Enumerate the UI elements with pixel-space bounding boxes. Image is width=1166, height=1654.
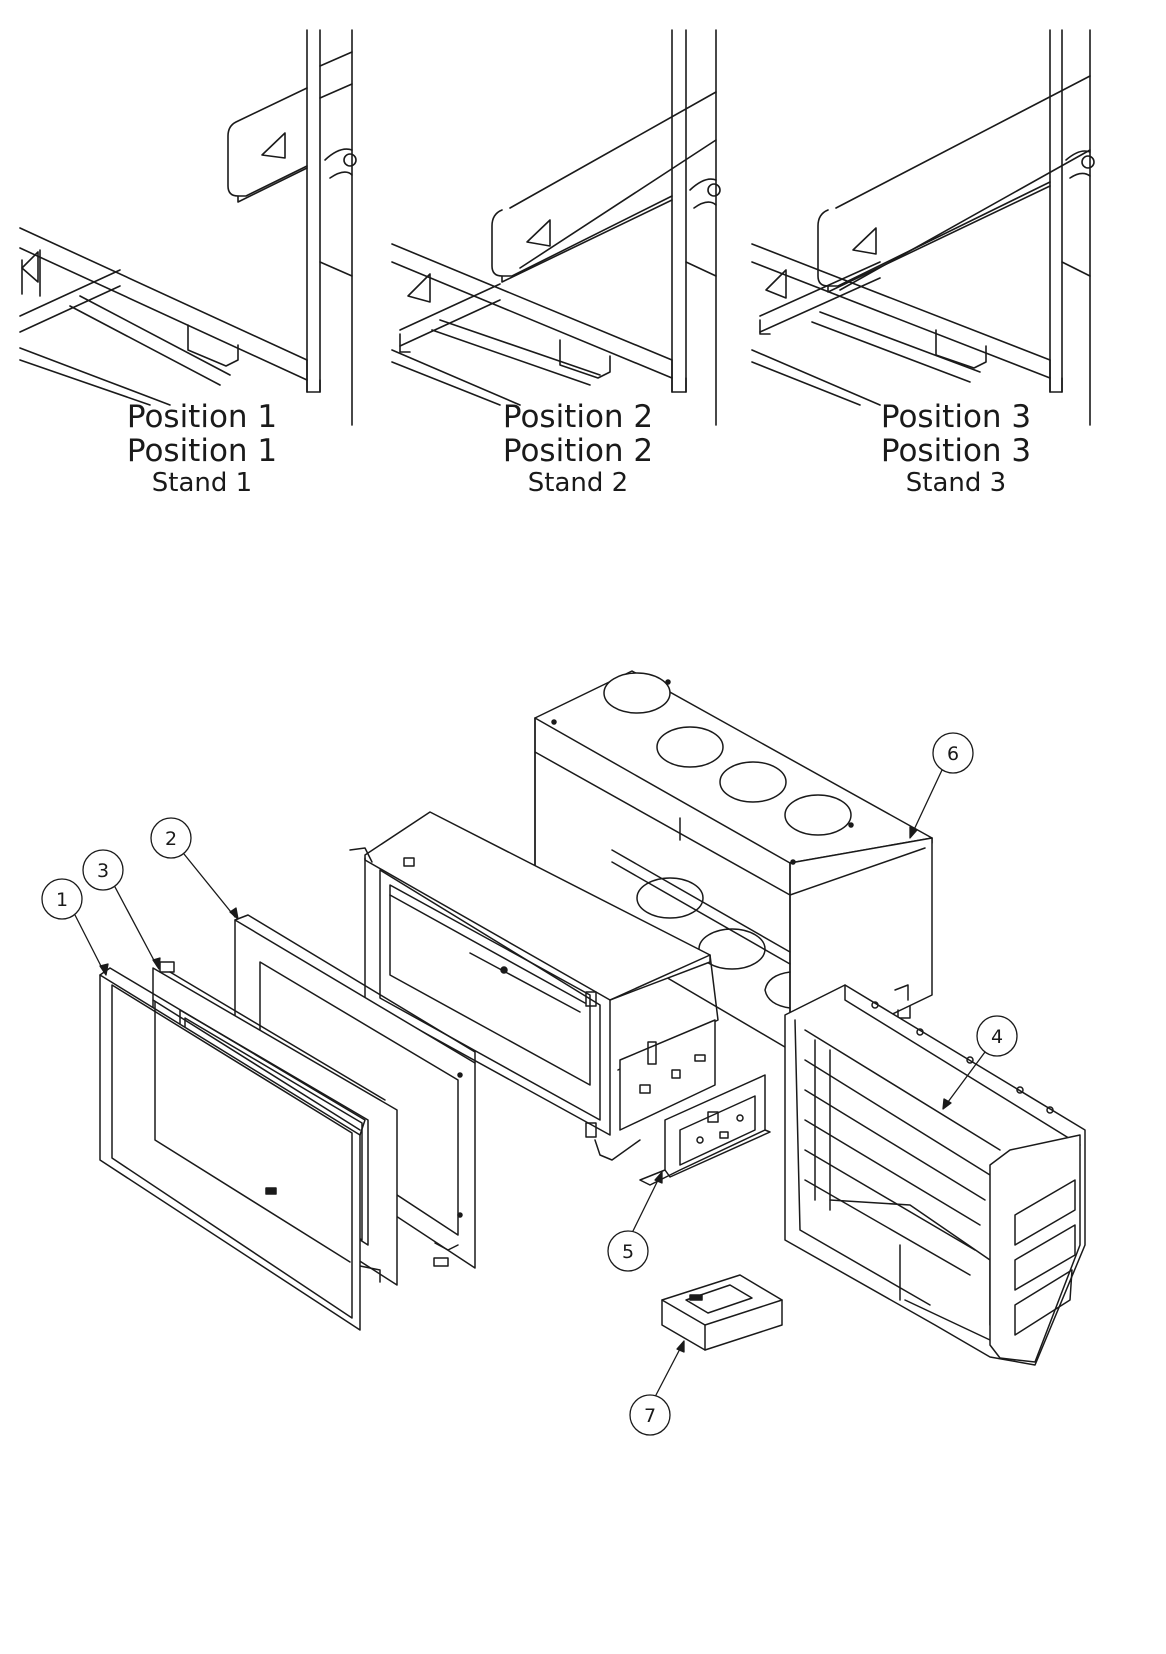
callout-2-circle (150, 817, 192, 859)
position-1-caption: Position 1 Position 1 Stand 1 (72, 402, 332, 500)
position-2-label: Position 2 (502, 399, 654, 435)
callout-1-circle (41, 878, 83, 920)
position-1-detail (19, 29, 357, 426)
position-2-caption: Position 2 Position 2 Stand 2 (448, 402, 708, 500)
callout-7-number: 7 (644, 1405, 656, 1427)
position-2-label-alt: Position 2 (502, 433, 654, 469)
position-3-label-alt: Position 3 (880, 433, 1032, 469)
callout-6-circle (932, 732, 974, 774)
callout-6-number: 6 (947, 743, 959, 765)
position-detail-views (19, 29, 1095, 426)
outer-housing-part-6 (534, 670, 933, 1053)
stand-1-label: Stand 1 (151, 468, 253, 498)
position-1-label-alt: Position 1 (126, 433, 278, 469)
firebox-liner-part-4 (784, 984, 1086, 1366)
stand-3-label: Stand 3 (905, 468, 1007, 498)
position-3-detail (751, 29, 1095, 426)
callout-4-circle (976, 1015, 1018, 1057)
callout-7-circle (629, 1394, 671, 1436)
insert-chassis (349, 811, 719, 1161)
callouts (41, 732, 1018, 1436)
callout-5-number: 5 (622, 1241, 634, 1263)
position-3-caption: Position 3 Position 3 Stand 3 (826, 402, 1086, 500)
manual-box-part-7 (661, 1274, 783, 1351)
callout-4-number: 4 (991, 1026, 1003, 1048)
position-2-detail (391, 29, 721, 426)
position-1-label: Position 1 (126, 399, 278, 435)
callout-3-circle (82, 849, 124, 891)
position-3-label: Position 3 (880, 399, 1032, 435)
callout-3-number: 3 (97, 860, 109, 882)
control-board-part-5 (639, 1074, 771, 1186)
stand-2-label: Stand 2 (527, 468, 629, 498)
callout-2-number: 2 (165, 828, 177, 850)
callout-1-number: 1 (56, 889, 68, 911)
callout-5-circle (607, 1230, 649, 1272)
